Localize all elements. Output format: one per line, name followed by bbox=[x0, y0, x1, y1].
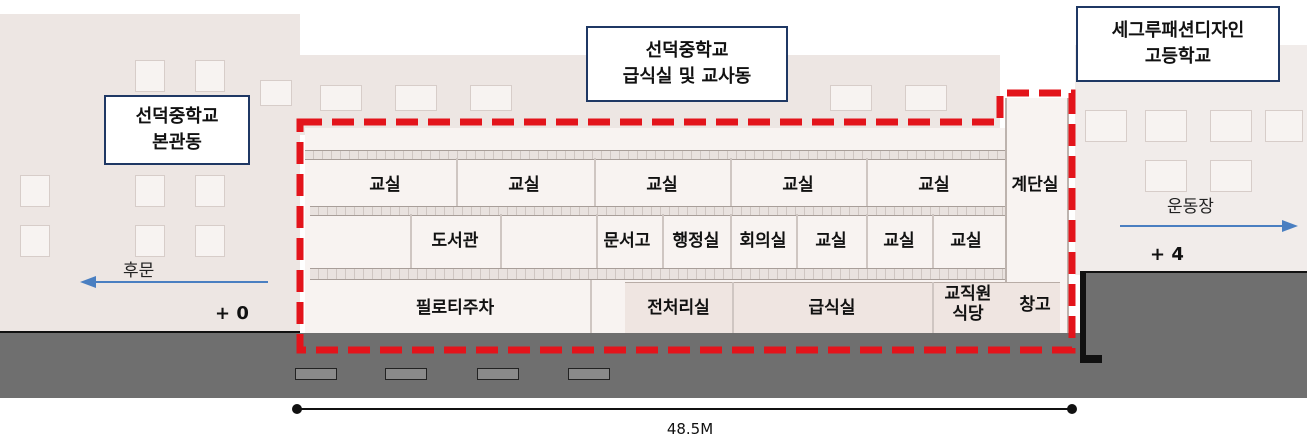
dimension-label: 48.5M bbox=[666, 420, 714, 438]
window bbox=[135, 60, 165, 92]
callout-cafeteria-building: 선덕중학교 급식실 및 교사동 bbox=[586, 26, 788, 102]
column-line bbox=[590, 280, 592, 346]
window bbox=[1145, 110, 1187, 142]
foundation bbox=[477, 368, 519, 380]
window bbox=[135, 225, 165, 257]
retaining-wall bbox=[1080, 271, 1086, 361]
room-admin-office: 행정실 bbox=[672, 231, 720, 251]
window bbox=[20, 175, 50, 207]
level-marker-right: + 4 bbox=[1150, 244, 1184, 265]
room-classroom: 교실 bbox=[950, 231, 982, 251]
callout-line: 급식실 및 교사동 bbox=[622, 66, 752, 87]
callout-line: 선덕중학교 bbox=[135, 106, 219, 127]
column-line bbox=[456, 158, 458, 206]
ground-line-left bbox=[0, 331, 300, 333]
window bbox=[1210, 160, 1252, 192]
room-storage: 창고 bbox=[1019, 295, 1051, 315]
window bbox=[1145, 160, 1187, 192]
column-line bbox=[932, 282, 934, 346]
callout-line: 고등학교 bbox=[1144, 46, 1212, 67]
callout-line: 세그루패션디자인 bbox=[1111, 20, 1245, 41]
foundation bbox=[295, 368, 337, 380]
column-line bbox=[596, 214, 598, 268]
column-line bbox=[662, 214, 664, 268]
foundation bbox=[385, 368, 427, 380]
callout-main-building: 선덕중학교 본관동 bbox=[104, 95, 250, 165]
window bbox=[1210, 110, 1252, 142]
ground-line-right bbox=[1082, 271, 1307, 273]
room-staff-dining: 교직원 식당 bbox=[944, 284, 992, 324]
window bbox=[20, 225, 50, 257]
floor-slab-3f bbox=[310, 206, 1005, 216]
callout-line: 선덕중학교 bbox=[645, 40, 729, 61]
dimension-line bbox=[292, 404, 1077, 414]
column-line bbox=[500, 214, 502, 268]
room-archive: 문서고 bbox=[603, 231, 651, 251]
window bbox=[1265, 110, 1303, 142]
room-meeting: 회의실 bbox=[739, 231, 787, 251]
direction-label-back-gate: 후문 bbox=[123, 261, 155, 281]
retaining-wall-foot bbox=[1080, 355, 1102, 363]
direction-label-playground: 운동장 bbox=[1167, 197, 1214, 217]
window bbox=[320, 85, 362, 111]
room-piloti-parking: 필로티주차 bbox=[415, 298, 495, 318]
window bbox=[135, 175, 165, 207]
level-marker-left: + 0 bbox=[215, 303, 249, 324]
window bbox=[1085, 110, 1127, 142]
window bbox=[905, 85, 947, 111]
column-line bbox=[410, 214, 412, 268]
window bbox=[195, 60, 225, 92]
floor-slab-roof bbox=[305, 150, 1005, 160]
window bbox=[830, 85, 872, 111]
foundation bbox=[568, 368, 610, 380]
room-library: 도서관 bbox=[431, 231, 479, 251]
arrow-left-icon bbox=[80, 276, 268, 288]
column-line bbox=[730, 214, 732, 268]
background-building-right bbox=[1075, 45, 1307, 275]
room-stairwell: 계단실 bbox=[1011, 175, 1059, 195]
callout-neighbor-school: 세그루패션디자인 고등학교 bbox=[1076, 6, 1280, 82]
window bbox=[470, 85, 512, 111]
floor-slab-2f bbox=[310, 268, 1005, 280]
callout-line: 본관동 bbox=[152, 132, 202, 153]
room-classroom: 교실 bbox=[369, 175, 401, 195]
column-line bbox=[732, 282, 734, 346]
column-line bbox=[796, 214, 798, 268]
room-classroom: 교실 bbox=[883, 231, 915, 251]
ground-right-raised bbox=[1082, 273, 1307, 398]
arrow-right-icon bbox=[1120, 220, 1298, 232]
room-classroom: 교실 bbox=[646, 175, 678, 195]
room-classroom: 교실 bbox=[815, 231, 847, 251]
column-line bbox=[866, 158, 868, 206]
column-line bbox=[932, 214, 934, 268]
window bbox=[260, 80, 292, 106]
room-classroom: 교실 bbox=[508, 175, 540, 195]
column-line bbox=[594, 158, 596, 206]
window bbox=[195, 225, 225, 257]
room-cafeteria: 급식실 bbox=[808, 298, 856, 318]
column-line bbox=[730, 158, 732, 206]
window bbox=[395, 85, 437, 111]
window bbox=[195, 175, 225, 207]
room-classroom: 교실 bbox=[782, 175, 814, 195]
column-line bbox=[866, 214, 868, 268]
room-prep-kitchen: 전처리실 bbox=[647, 298, 710, 318]
room-classroom: 교실 bbox=[918, 175, 950, 195]
